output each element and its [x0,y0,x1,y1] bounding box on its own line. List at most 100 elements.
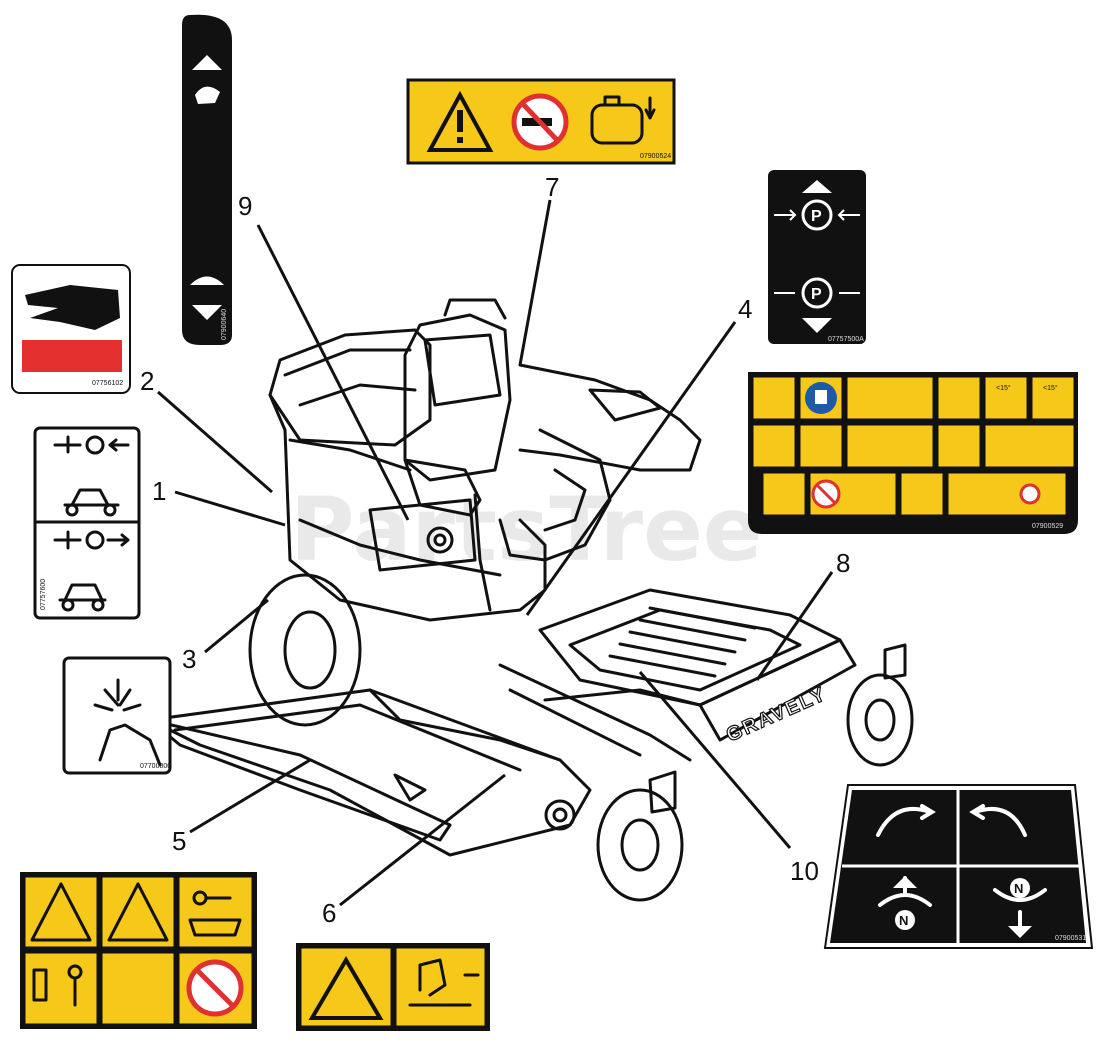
svg-text:07900524: 07900524 [640,153,671,160]
arrow-left-icon [108,438,130,452]
discharge-chute [148,718,452,842]
callout-8: 8 [836,548,850,578]
keep-bystanders-icon [982,422,1077,470]
no-smoking-icon [511,93,569,151]
svg-text:07900529: 07900529 [1032,523,1063,530]
blade-contact-icon [760,470,808,518]
slope-rollover-icon [898,470,946,518]
arrow-up-icon [802,180,832,193]
svg-text:07900531: 07900531 [1055,935,1086,942]
turn-left-icon [876,804,936,837]
hand-icon [98,723,162,767]
leader-1 [174,490,286,527]
front-bumper [698,638,857,742]
rear-wheel [248,573,362,727]
seat [403,313,512,482]
callout-numbers: 1 2 3 4 5 6 7 8 9 10 [140,172,850,928]
slope-warning-icon [935,374,983,422]
fuel-cap [426,526,454,554]
callout-5: 5 [172,826,186,856]
callout-2: 2 [140,366,154,396]
arrow-up-icon [192,55,222,70]
callout-6: 6 [322,898,336,928]
decal-throttle-strip: 07900640 [182,14,232,345]
warning-triangle-icon [426,90,494,152]
callout-3: 3 [182,644,196,674]
callout-9: 9 [238,191,252,221]
arrow-right-icon [106,533,130,547]
front-caster-left [596,788,684,902]
mower-illustration [148,298,914,902]
no-passengers-icon [844,422,936,470]
rollover-icon [797,422,845,470]
thrown-object-icon [750,422,798,470]
heat-waves-icon [22,340,122,372]
leader-lines [157,199,834,907]
foot-hazard-icon [935,422,983,470]
slope-angle-icon-1 [982,374,1030,422]
leader-3 [204,598,269,654]
decal-main-warning: <15° <15° 07900529 [748,372,1078,534]
svg-text:N: N [899,913,908,928]
svg-text:07757500A: 07757500A [828,336,864,343]
watermark: PartsTree [290,478,762,581]
decal-park-brake: P P 07757500A [768,170,866,344]
arrow-down-icon [192,305,222,320]
decal-deck-lift [296,943,490,1031]
hand-icon [25,285,120,330]
shutoff-icon [945,470,1069,518]
brand-logo: GRAVELY [723,683,830,747]
turtle-icon [190,276,224,285]
right-control-lever [498,428,612,562]
warning-triangle-icon [750,374,798,422]
leader-9 [256,224,410,521]
leader-5 [189,758,311,834]
leader-7 [518,199,552,366]
decal-hand-entanglement: 07700000 [62,656,172,775]
slope-angle-icon-2 [1029,374,1077,422]
park-release-icon [801,277,833,309]
reverse-neutral-icon [993,888,1047,930]
svg-text:P: P [811,208,822,225]
arrow-down-icon [1008,926,1032,938]
burst-icon [93,678,142,712]
rabbit-icon [195,86,220,104]
fuel-tank-level-icon [590,95,656,145]
svg-text:07700000: 07700000 [140,763,171,770]
park-brake-icon [801,199,833,231]
keep-bystanders-icon [22,950,100,1027]
leader-6 [339,773,506,907]
svg-text:<15°: <15° [996,384,1011,392]
mower-deck [148,688,592,857]
callout-1: 1 [152,476,166,506]
callout-7: 7 [545,172,559,202]
leader-2 [157,390,273,494]
decal-blade-hazard [20,872,257,1029]
svg-text:P: P [811,286,822,303]
thrown-object-icon [22,874,100,950]
no-step-symbol [186,959,244,1017]
leader-8 [755,571,834,681]
svg-text:07756102: 07756102 [92,380,123,387]
leader-10 [638,671,792,849]
svg-text:07900640: 07900640 [221,309,228,340]
arrow-down-icon [802,318,832,333]
svg-text:<15°: <15° [1043,384,1058,392]
decal-hot-surface: 07756102 [11,264,131,394]
no-passengers-icon [99,950,177,1027]
arrow-up-icon [893,876,917,888]
leader-4 [525,321,737,616]
blade-cut-icon [99,874,177,950]
front-caster-right [846,673,914,767]
decal-hydro-release: 07757600 [33,426,141,620]
remove-key-icon [176,874,255,950]
decal-fuel-tank: 07900524 [406,78,676,165]
turn-right-icon [969,804,1027,837]
decal-motion-control: N N 07900531 [823,784,1094,949]
callout-4: 4 [738,294,752,324]
mower-safety-icon [844,374,936,422]
svg-text:07757600: 07757600 [40,579,47,610]
svg-text:N: N [1014,881,1023,896]
callout-10: 10 [790,856,819,886]
